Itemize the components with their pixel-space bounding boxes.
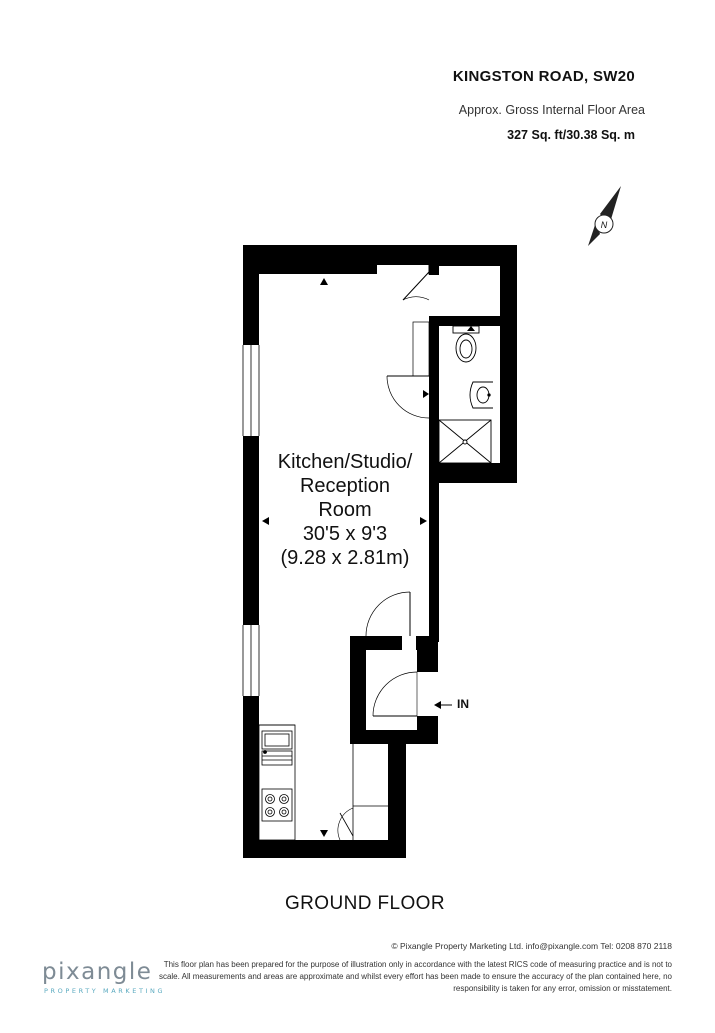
arrow-bottom-icon xyxy=(320,830,328,837)
store-cupboard xyxy=(337,744,388,841)
bathroom-arrows xyxy=(423,326,475,398)
cupboard-door xyxy=(402,259,439,301)
header-title: KINGSTON ROAD, SW20 xyxy=(452,68,635,85)
window-left-lower xyxy=(242,625,260,696)
room-name-line3: Room xyxy=(318,499,372,521)
basin-icon xyxy=(469,381,493,409)
room-name-line2: Reception xyxy=(299,475,391,497)
logo-tagline: PROPERTY MARKETING xyxy=(44,987,166,995)
lobby-inner-door xyxy=(365,591,411,637)
entrance-door xyxy=(372,671,418,717)
dimension-arrows xyxy=(262,278,427,837)
room-dims-metric: (9.28 x 2.81m) xyxy=(280,547,410,569)
footer-disclaimer: This floor plan has been prepared for th… xyxy=(158,960,672,994)
shower-icon xyxy=(438,419,492,464)
entrance-label: IN xyxy=(457,697,469,711)
footer-contact: © Pixangle Property Marketing Ltd. info@… xyxy=(391,941,672,951)
logo-wordmark: pixangle xyxy=(42,959,153,985)
room-label-kitchen-studio: Kitchen/Studio/ Reception Room 30'5 x 9'… xyxy=(250,450,440,570)
entrance-arrow-icon xyxy=(434,701,452,709)
compass-icon: N xyxy=(588,186,621,246)
bathroom-door xyxy=(386,321,430,419)
walls xyxy=(243,245,517,858)
compass-letter: N xyxy=(601,220,608,230)
hob-icon xyxy=(261,788,293,822)
room-name-line1: Kitchen/Studio/ xyxy=(277,451,413,473)
header-subtitle: Approx. Gross Internal Floor Area xyxy=(458,103,645,117)
arrow-left-icon xyxy=(262,517,269,525)
window-left-upper xyxy=(242,345,260,436)
room-dims-imperial: 30'5 x 9'3 xyxy=(302,523,388,545)
arrow-right-icon xyxy=(420,517,427,525)
arrow-top-icon xyxy=(320,278,328,285)
header-area: 327 Sq. ft/30.38 Sq. m xyxy=(507,128,635,142)
floor-label: GROUND FLOOR xyxy=(285,893,445,914)
kitchen-worktop xyxy=(258,724,296,841)
toilet-icon xyxy=(452,325,480,363)
sink-icon xyxy=(261,730,293,766)
